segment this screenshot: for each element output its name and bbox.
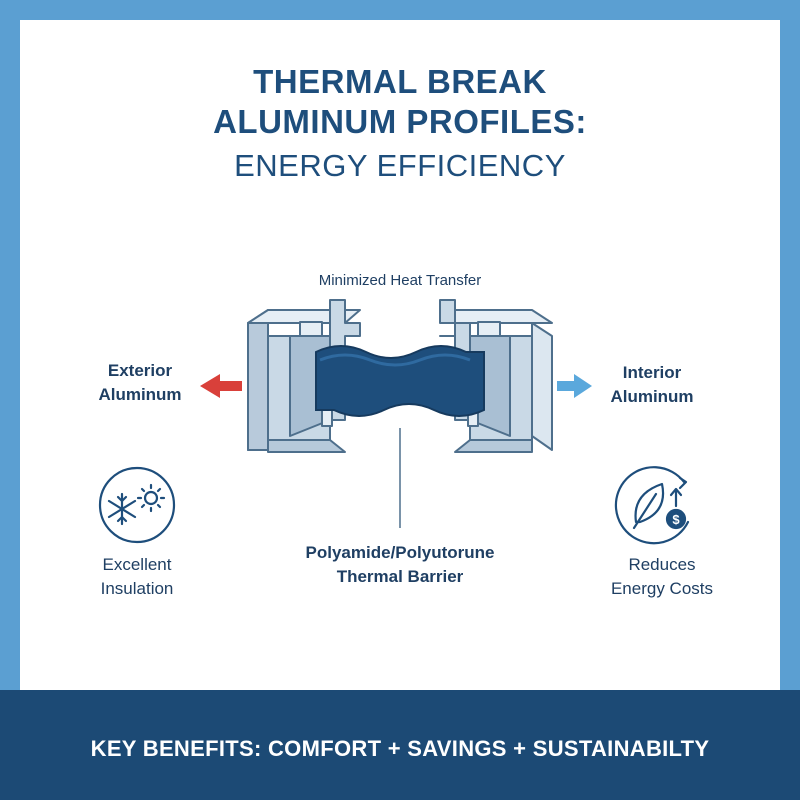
title-line-2: ALUMINUM PROFILES:: [213, 103, 587, 140]
content-panel: [20, 20, 780, 690]
barrier-label-line-2: Thermal Barrier: [336, 567, 464, 586]
heat-out-arrow-icon: [200, 374, 242, 398]
subtitle: ENERGY EFFICIENCY: [234, 148, 566, 183]
energy-costs-label-line-1: Reduces: [628, 555, 696, 574]
barrier-label-line-1: Polyamide/Polyutorune: [305, 543, 495, 562]
exterior-label-line-2: Aluminum: [98, 385, 182, 404]
leaf-dollar-icon: [614, 466, 690, 545]
energy-costs-label-line-2: Energy Costs: [610, 579, 714, 598]
exterior-label-line-1: Exterior: [107, 361, 173, 380]
dollar-glyph: $: [672, 512, 680, 527]
title-line-1: THERMAL BREAK: [253, 63, 547, 100]
heat-in-arrow-icon: [557, 374, 592, 398]
thermal-barrier-highlight: [319, 353, 471, 367]
footer-bar: [0, 690, 800, 800]
thermal-barrier: [315, 345, 485, 417]
snowflake-sun-icon: [98, 466, 176, 544]
interior-label-line-2: Aluminum: [610, 387, 694, 406]
interior-label-line-1: Interior: [622, 363, 682, 382]
footer-text: KEY BENEFITS: COMFORT + SAVINGS + SUSTAI…: [90, 736, 710, 761]
heat-transfer-label: Minimized Heat Transfer: [318, 272, 482, 289]
insulation-label-line-1: Excellent: [102, 555, 172, 574]
insulation-label-line-2: Insulation: [100, 579, 174, 598]
